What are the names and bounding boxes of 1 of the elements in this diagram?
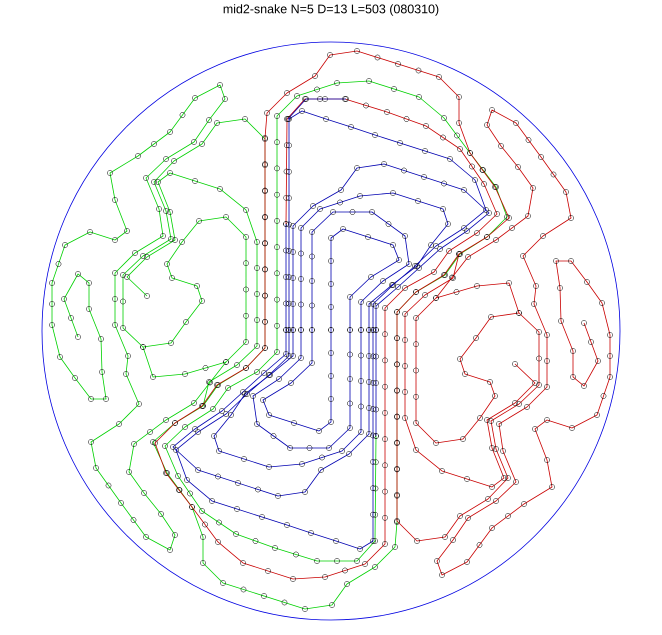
title: mid2-snake N=5 D=13 L=503 (080310) (224, 4, 438, 16)
